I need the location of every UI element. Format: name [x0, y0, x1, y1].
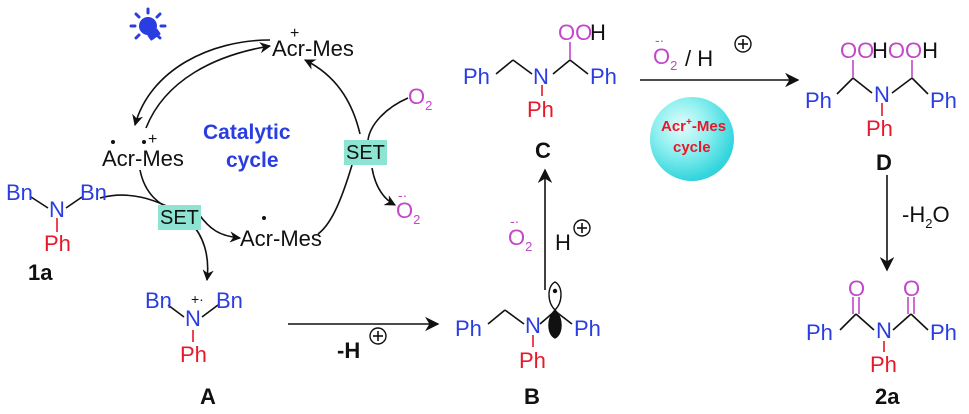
ph-left-D: Ph — [805, 88, 832, 113]
superoxide-subscript: 2 — [670, 58, 678, 73]
compound-C-label: C — [535, 138, 551, 163]
h-C: H — [590, 20, 606, 45]
water-subscript: 2 — [925, 216, 933, 231]
acr-cation-charge: + — [290, 25, 300, 42]
n-1a: N — [49, 197, 65, 222]
radical-dot — [262, 216, 266, 220]
ph-bottom-D: Ph — [866, 116, 893, 141]
minus-h-water: -H — [902, 202, 926, 227]
oo-C: OO — [558, 20, 593, 45]
ph-1a: Ph — [44, 231, 71, 256]
compound-D-label: D — [876, 150, 892, 175]
superoxide-symbol: O — [653, 44, 671, 69]
superoxide-label-cd: O2 — [653, 44, 677, 73]
ph-A: Ph — [180, 342, 207, 367]
h-label-bc: H — [555, 230, 571, 255]
cycle-ball-mes: -Mes — [691, 118, 727, 135]
radical-cation-A: +· — [191, 291, 204, 307]
ph-right-2a: Ph — [930, 320, 957, 345]
cycle-ball-acr: Acr — [661, 118, 687, 135]
ph-left-C: Ph — [463, 64, 490, 89]
acr-mes-cation-text: Acr-Mes — [272, 36, 354, 61]
compound-B-label: B — [524, 384, 540, 409]
h-D-2: H — [922, 38, 939, 63]
o-right-2a: O — [903, 276, 921, 301]
compound-A-label: A — [200, 384, 216, 409]
radical-dot — [142, 140, 146, 144]
oo-right-D: OO — [887, 38, 923, 63]
superoxide-charge: -· — [655, 32, 665, 48]
acr-mes-cycle-ball — [650, 97, 734, 181]
cycle-arc-bottom — [197, 212, 242, 243]
n-2a: N — [876, 318, 892, 343]
proton-plus-icon — [573, 219, 591, 237]
n-A: N — [185, 306, 201, 331]
over-h-label: / H — [685, 46, 714, 71]
superoxide-charge: -· — [398, 187, 408, 203]
return-arrow — [145, 42, 272, 129]
dehydration-label: -H2O — [902, 202, 950, 231]
bn-left-A: Bn — [145, 288, 172, 313]
set-label-left: SET — [158, 205, 201, 230]
superoxide-subscript: 2 — [525, 239, 533, 254]
ph-bottom-2a: Ph — [870, 352, 897, 377]
proton-plus-icon — [369, 327, 387, 345]
excitation-arrow — [132, 39, 271, 127]
water-o: O — [932, 202, 950, 227]
lightbulb-icon — [129, 7, 167, 41]
radical-dot — [111, 140, 115, 144]
bn-right-1a: Bn — [80, 180, 107, 205]
set-label-right: SET — [344, 140, 387, 165]
bn-left-1a: Bn — [6, 180, 33, 205]
ph-right-C: Ph — [590, 64, 617, 89]
superoxide-charge: -· — [510, 213, 520, 229]
cycle-ball-line1: Acr+-Mes — [661, 117, 727, 135]
ph-bottom-C: Ph — [527, 97, 554, 122]
ph-right-B: Ph — [574, 316, 601, 341]
cycle-ball-line2: cycle — [673, 139, 711, 156]
catalytic-cycle-label-1: Catalytic — [203, 121, 291, 144]
bn-right-A: Bn — [216, 288, 243, 313]
radical-cation-charge: + — [148, 131, 158, 148]
n-B: N — [525, 313, 541, 338]
catalytic-cycle-label-2: cycle — [226, 149, 279, 172]
acr-mes-radical-cation: Acr-Mes — [102, 148, 184, 170]
ph-right-D: Ph — [930, 88, 957, 113]
n-C: N — [533, 64, 549, 89]
ph-bottom-B: Ph — [519, 348, 546, 373]
o-left-2a: O — [848, 276, 866, 301]
deprotonation-label: -H — [337, 340, 360, 362]
cycle-arc-right-bottom — [317, 164, 353, 235]
superoxide-symbol: O — [396, 198, 414, 223]
superoxide-subscript: 2 — [413, 212, 421, 227]
n-D: N — [874, 82, 890, 107]
acr-mes-radical-text: Acr-Mes — [240, 226, 322, 251]
superoxide-symbol: O — [508, 225, 526, 250]
hooh-D: HOOH — [872, 40, 938, 62]
cycle-arc-right-top — [303, 59, 361, 135]
compound-1a-label: 1a — [28, 260, 53, 285]
acr-mes-radical: Acr-Mes — [240, 228, 322, 250]
ph-left-2a: Ph — [806, 320, 833, 345]
to-A-arrow — [189, 221, 214, 282]
o2-in-arrow — [367, 97, 409, 141]
ph-left-B: Ph — [455, 316, 482, 341]
minus-h-text: -H — [337, 338, 361, 363]
cycle-ball-plus: + — [686, 117, 692, 128]
compound-2a-label: 2a — [875, 384, 900, 409]
proton-plus-icon — [734, 35, 752, 53]
superoxide-label-bc: O2 — [508, 225, 532, 254]
o2-subscript: 2 — [425, 98, 433, 113]
o2-label: O2 — [408, 84, 432, 113]
h-D: H — [872, 38, 888, 63]
o2-symbol: O — [408, 84, 426, 109]
acr-mes-radical-cation-text: Acr-Mes — [102, 146, 184, 171]
p-orbital-icon — [548, 281, 562, 339]
acr-mes-cation: Acr-Mes — [272, 38, 354, 60]
oo-left-D: OO — [840, 38, 875, 63]
o2-out-arrow — [371, 167, 396, 206]
superoxide-label-cycle: O2 — [396, 198, 420, 227]
